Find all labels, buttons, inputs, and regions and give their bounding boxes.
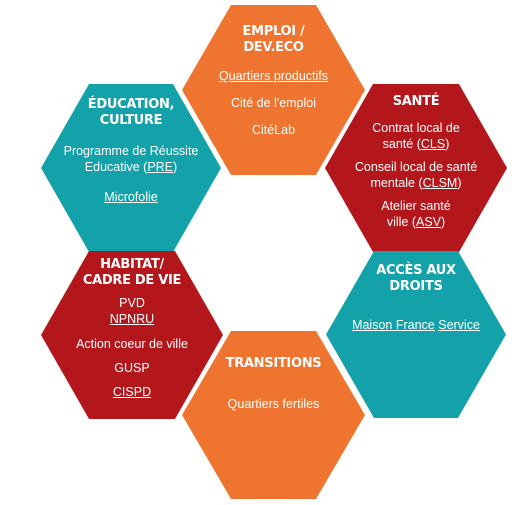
- item-action-coeur-ville: Action coeur de ville: [76, 337, 188, 351]
- hex-education-title: ÉDUCATION, CULTURE: [87, 97, 175, 129]
- item-citelab: CitéLab: [251, 123, 296, 137]
- hex-sante-title: SANTÉ: [392, 94, 440, 109]
- hex-habitat-title: HABITAT/ CADRE DE VIE: [83, 257, 181, 289]
- item-cls: Contrat local de santé (CLS): [372, 120, 460, 152]
- link-asv[interactable]: ASV: [415, 215, 441, 229]
- hex-habitat: HABITAT/ CADRE DE VIE PVD NPNRU Action c…: [41, 251, 223, 419]
- item-pvd: PVD: [119, 296, 145, 310]
- hex-acces: ACCÈS AUX DROITS Maison France Service: [326, 251, 506, 418]
- hex-sante-shape: [325, 84, 507, 252]
- pre-prefix: Educative (: [84, 160, 148, 174]
- asv-suffix: ): [441, 215, 446, 229]
- item-maison-france-service: Maison France Service: [352, 317, 480, 333]
- hex-acces-shape: [326, 251, 506, 418]
- hex-emploi-shape: [182, 5, 365, 175]
- item-cls-line1: Contrat local de: [372, 121, 460, 135]
- link-cispd[interactable]: CISPD: [112, 385, 152, 399]
- item-clsm-line1: Conseil local de santé: [354, 160, 478, 174]
- hex-transitions-title: TRANSITIONS: [225, 356, 322, 371]
- hex-emploi: EMPLOI / DEV.ECO Quartiers productifs Ci…: [182, 5, 365, 175]
- hex-emploi-title: EMPLOI / DEV.ECO: [243, 24, 305, 56]
- cls-prefix: santé (: [382, 137, 421, 151]
- hex-habitat-title-line1: HABITAT/: [100, 257, 164, 272]
- link-service[interactable]: Service: [438, 318, 480, 332]
- item-clsm: Conseil local de santé mentale (CLSM): [355, 159, 477, 191]
- item-cls-line2: santé (CLS): [372, 136, 460, 152]
- hex-acces-title-line2: DROITS: [389, 279, 443, 294]
- link-npnru[interactable]: NPNRU: [109, 312, 155, 326]
- item-asv-line2: ville (ASV): [381, 214, 450, 230]
- item-cite-emploi: Cité de l'emploi: [230, 96, 317, 110]
- link-pre[interactable]: PRE: [147, 160, 174, 174]
- hex-education: ÉDUCATION, CULTURE Programme de Réussite…: [41, 84, 221, 252]
- hex-acces-title: ACCÈS AUX DROITS: [376, 263, 456, 295]
- item-clsm-line2: mentale (CLSM): [355, 175, 477, 191]
- hex-education-title-line2: CULTURE: [99, 113, 163, 128]
- link-maison-france[interactable]: Maison France: [352, 318, 435, 332]
- link-quartiers-productifs[interactable]: Quartiers productifs: [218, 69, 329, 83]
- hex-habitat-shape: [41, 251, 223, 419]
- asv-prefix: ville (: [386, 215, 416, 229]
- item-quartiers-fertiles: Quartiers fertiles: [227, 397, 320, 411]
- link-cls[interactable]: CLS: [420, 137, 446, 151]
- hex-education-shape: [41, 84, 221, 252]
- item-gusp: GUSP: [114, 361, 150, 375]
- clsm-suffix: ): [457, 176, 462, 190]
- hex-sante: SANTÉ Contrat local de santé (CLS) Conse…: [325, 84, 507, 252]
- hex-acces-title-line1: ACCÈS AUX: [376, 263, 456, 278]
- hex-habitat-title-line2: CADRE DE VIE: [82, 273, 182, 288]
- hex-transitions-shape: [182, 331, 365, 499]
- link-microfolie[interactable]: Microfolie: [104, 190, 158, 204]
- hex-emploi-title-line2: DEV.ECO: [243, 40, 304, 55]
- pre-suffix: ): [173, 160, 178, 174]
- link-clsm[interactable]: CLSM: [422, 176, 458, 190]
- cls-suffix: ): [445, 137, 450, 151]
- item-programme-reussite: Programme de Réussite Educative (PRE): [64, 143, 199, 175]
- hex-education-title-line1: ÉDUCATION,: [87, 97, 175, 112]
- item-programme-reussite-line2: Educative (PRE): [64, 159, 199, 175]
- hex-emploi-title-line1: EMPLOI /: [242, 24, 305, 39]
- item-programme-reussite-line1: Programme de Réussite: [63, 144, 199, 158]
- clsm-prefix: mentale (: [370, 176, 423, 190]
- item-asv-line1: Atelier santé: [381, 199, 451, 213]
- item-asv: Atelier santé ville (ASV): [381, 198, 450, 230]
- hex-transitions: TRANSITIONS Quartiers fertiles: [182, 331, 365, 499]
